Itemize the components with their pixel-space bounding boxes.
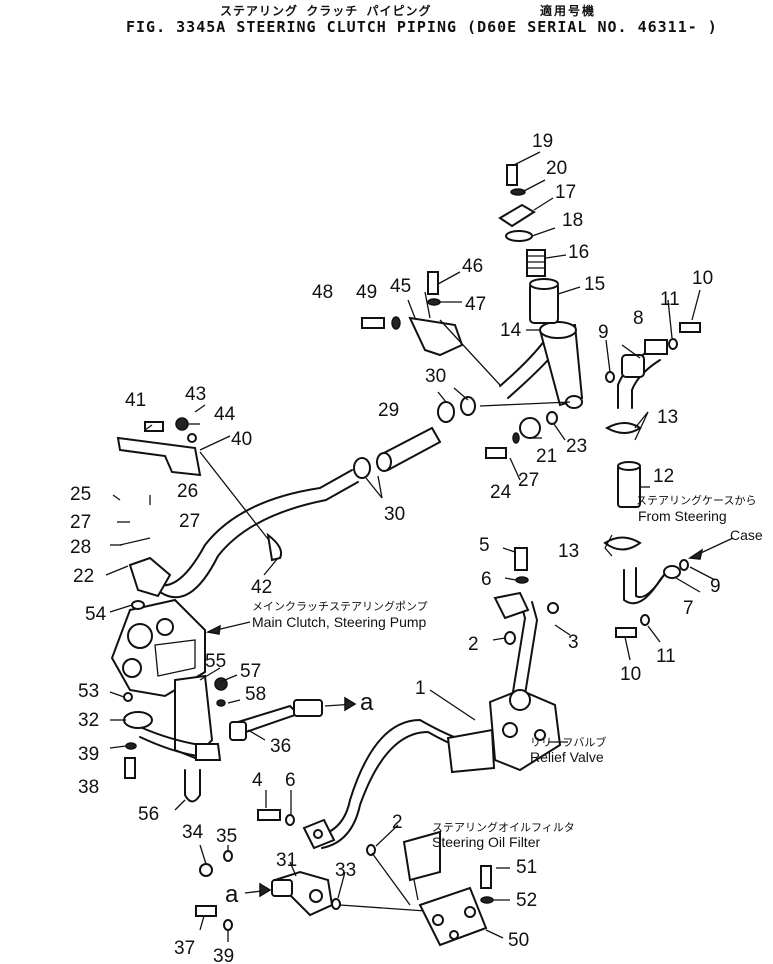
component-captions: ステアリングケースから From Steering Case メインクラッチステ… (252, 493, 763, 850)
bracket-40 (116, 417, 283, 562)
applicable-serial-label: 適用号機 (540, 4, 597, 18)
callout-25: 25 (70, 484, 91, 505)
callout-35: 35 (216, 826, 237, 847)
callout-22: 22 (73, 566, 94, 587)
callout-49: 49 (356, 282, 377, 303)
callout-15: 15 (584, 274, 605, 295)
steering-case-caption: From Steering (638, 508, 727, 524)
callout-9b: 9 (710, 576, 721, 597)
callout-54: 54 (85, 604, 107, 625)
callout-58: 58 (245, 684, 266, 705)
suction-elbow-14 (498, 164, 584, 409)
callout-21: 21 (536, 446, 557, 467)
callout-16: 16 (568, 242, 589, 263)
callout-41: 41 (125, 390, 146, 411)
callout-27c: 27 (179, 511, 200, 532)
callout-28: 28 (70, 537, 91, 558)
callout-38: 38 (78, 777, 99, 798)
callout-6a: 6 (481, 569, 492, 590)
oil-filter-caption: Steering Oil Filter (432, 834, 540, 850)
callout-1: 1 (415, 678, 426, 699)
callout-56: 56 (138, 804, 159, 825)
callout-11b: 11 (656, 646, 676, 667)
steering-case-caption-jp: ステアリングケースから (636, 493, 756, 507)
callout-33: 33 (335, 860, 356, 881)
part-callouts: 19 20 17 18 16 15 14 9 8 11 10 13 12 13 … (70, 131, 721, 964)
callout-20: 20 (546, 158, 567, 179)
connector-a-top: a (360, 689, 374, 716)
connector-a-bottom: a (225, 881, 239, 908)
callout-13a: 13 (657, 407, 678, 428)
callout-4: 4 (252, 770, 263, 791)
callout-44: 44 (214, 404, 236, 425)
callout-26: 26 (177, 481, 198, 502)
callout-30b: 30 (384, 504, 405, 525)
steering-case-pipe (603, 322, 734, 638)
callout-23: 23 (566, 436, 587, 457)
callout-50: 50 (508, 930, 529, 951)
callout-13b: 13 (558, 541, 579, 562)
callout-52: 52 (516, 890, 537, 911)
callout-19: 19 (532, 131, 553, 152)
callout-34: 34 (182, 822, 204, 843)
callout-40: 40 (231, 429, 252, 450)
flange-block (493, 547, 559, 645)
callout-55: 55 (205, 651, 226, 672)
callout-43: 43 (185, 384, 206, 405)
relief-valve-caption: Relief Valve (530, 749, 604, 765)
callout-10b: 10 (620, 664, 641, 685)
callout-42: 42 (251, 577, 272, 598)
callout-39b: 39 (213, 946, 234, 964)
figure-title: FIG. 3345A STEERING CLUTCH PIPING (D60E … (126, 18, 718, 36)
callout-37: 37 (174, 938, 195, 959)
callout-36: 36 (270, 736, 291, 757)
callout-48: 48 (312, 282, 333, 303)
figure-title-japanese: ステアリング クラッチ パイピング (220, 4, 432, 18)
callout-39a: 39 (78, 744, 99, 765)
callout-3: 3 (568, 632, 579, 653)
callout-6b: 6 (285, 770, 296, 791)
callout-31: 31 (276, 850, 297, 871)
callout-18: 18 (562, 210, 583, 231)
callout-17: 17 (555, 182, 576, 203)
main-clutch-steering-pump (110, 598, 251, 698)
leader-lines (105, 151, 716, 942)
callout-2a: 2 (468, 634, 479, 655)
steering-oil-filter (371, 830, 494, 947)
bracket-55 (174, 674, 357, 760)
callout-27b: 27 (70, 512, 91, 533)
callout-7: 7 (683, 598, 694, 619)
callout-9a: 9 (598, 322, 609, 343)
pipe-29 (353, 396, 476, 479)
callout-45: 45 (390, 276, 411, 297)
callout-14: 14 (500, 320, 522, 341)
callout-24: 24 (490, 482, 512, 503)
pump-caption: Main Clutch, Steering Pump (252, 614, 427, 630)
callout-30a: 30 (425, 366, 446, 387)
callout-29: 29 (378, 400, 399, 421)
callout-32: 32 (78, 710, 99, 731)
hose-22 (128, 469, 359, 599)
pump-caption-jp: メインクラッチステアリングポンプ (252, 599, 428, 613)
oil-filter-caption-jp: ステアリングオイルフィルタ (432, 820, 575, 834)
bracket-45 (361, 271, 464, 357)
callout-51: 51 (516, 857, 537, 878)
callout-57: 57 (240, 661, 261, 682)
callout-8: 8 (633, 308, 644, 329)
steering-case-caption-2: Case (730, 527, 763, 543)
plug-21 (485, 411, 558, 459)
callout-10a: 10 (692, 268, 713, 289)
callout-5: 5 (479, 535, 490, 556)
callout-27a: 27 (518, 470, 539, 491)
callout-11a: 11 (660, 289, 680, 310)
callout-53: 53 (78, 681, 99, 702)
callout-46: 46 (462, 256, 483, 277)
relief-valve-caption-jp: リリーフバルブ (530, 735, 606, 749)
relief-valve (446, 688, 568, 774)
callout-12: 12 (653, 466, 674, 487)
callout-2b: 2 (392, 812, 403, 833)
callout-47: 47 (465, 294, 486, 315)
